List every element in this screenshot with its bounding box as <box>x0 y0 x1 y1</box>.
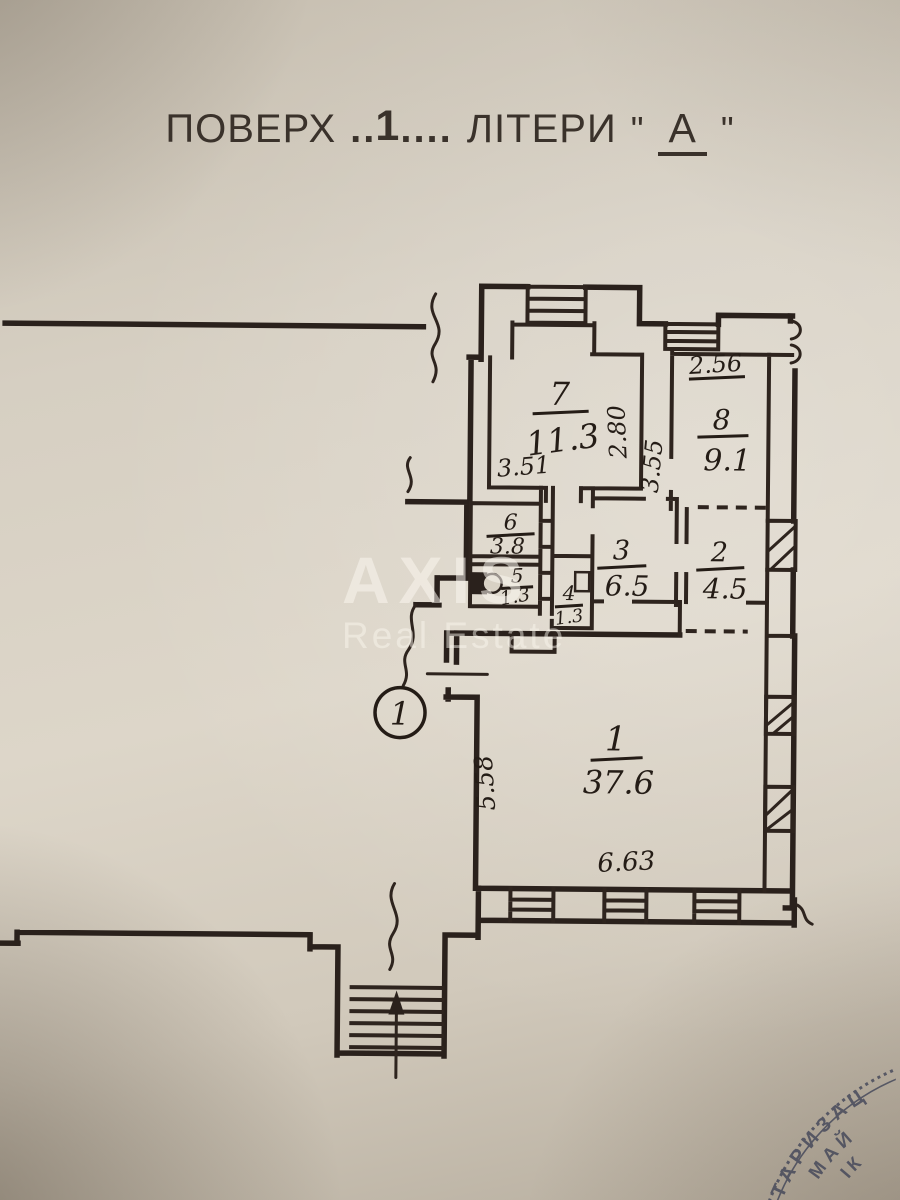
building-letter: А <box>658 105 707 156</box>
room-3-label: 3 6.5 <box>597 535 650 603</box>
room-7-label: 7 11.3 <box>524 375 602 464</box>
room-6-label: 6 3.8 <box>486 510 535 560</box>
dim-room1-height: 5.58 <box>469 754 501 811</box>
vent-shaft-hatching <box>762 518 798 834</box>
room-4-label: 4 1.3 <box>554 581 585 630</box>
toilet-icon <box>470 572 503 595</box>
room-number: 3 <box>613 535 630 566</box>
room-area: 37.6 <box>583 763 655 802</box>
plan-title: ПОВЕРХ ..1.... ЛІТЕРИ " А " <box>0 102 900 156</box>
room-area: 9.1 <box>703 443 751 478</box>
entrance-door-line <box>425 672 489 676</box>
wall-break-marks <box>388 292 814 971</box>
room-2-label: 2 4.5 <box>696 537 748 606</box>
room-number: 2 <box>710 537 728 568</box>
marker-leader-line <box>401 603 418 688</box>
room-number: 5 <box>511 564 524 588</box>
room-area: 1.3 <box>498 583 531 610</box>
room-5-label: 5 1.3 <box>498 564 534 610</box>
dim-room7-width: 3.51 <box>496 451 551 483</box>
sink-icon <box>573 570 591 593</box>
quote-close: " <box>720 109 735 150</box>
notary-stamp: ТАРИЗАЦ МАЙ ІК <box>763 1064 900 1200</box>
room-area: 4.5 <box>702 572 748 605</box>
entrance-marker-label: 1 <box>390 694 411 732</box>
title-floor-field: ..1.... <box>350 102 453 153</box>
room-number: 1 <box>605 719 627 759</box>
outer-walls <box>0 283 798 1059</box>
room-number: 6 <box>504 510 518 535</box>
inner-walls <box>467 320 797 893</box>
entrance-marker: 1 <box>373 685 427 740</box>
title-floor-word: ПОВЕРХ <box>165 107 337 151</box>
dim-room8-height: 3.55 <box>636 438 669 494</box>
dim-room1-width: 6.63 <box>597 846 656 878</box>
room-1-label: 1 37.6 <box>583 719 655 802</box>
dots-right: .... <box>400 107 453 151</box>
quote-open: " <box>630 109 645 150</box>
title-letter-word: ЛІТЕРИ <box>466 107 617 151</box>
dashed-walls <box>685 505 768 634</box>
room-area: 6.5 <box>605 569 650 602</box>
dim-room8-width: 2.56 <box>687 349 746 381</box>
room-labels: 7 11.3 8 9.1 6 3.8 5 1.3 4 <box>486 375 751 802</box>
room-area: 11.3 <box>524 415 602 463</box>
room-number: 7 <box>549 375 570 413</box>
dim-room7-height: 2.80 <box>602 405 632 461</box>
room-number: 4 <box>562 581 576 605</box>
stair-direction-arrow <box>388 990 405 1015</box>
room-area: 1.3 <box>554 605 585 630</box>
svg-text:2.56: 2.56 <box>687 349 743 380</box>
staircase <box>349 985 445 1080</box>
room-8-label: 8 9.1 <box>697 403 751 479</box>
window-symbols <box>508 284 742 925</box>
floor-number: 1 <box>375 102 402 150</box>
room-area: 3.8 <box>490 534 525 559</box>
dimension-labels: 2.56 2.80 3.51 3.55 5.58 6.63 <box>469 349 746 879</box>
room-number: 8 <box>713 403 731 436</box>
dots-left: .. <box>350 107 377 151</box>
